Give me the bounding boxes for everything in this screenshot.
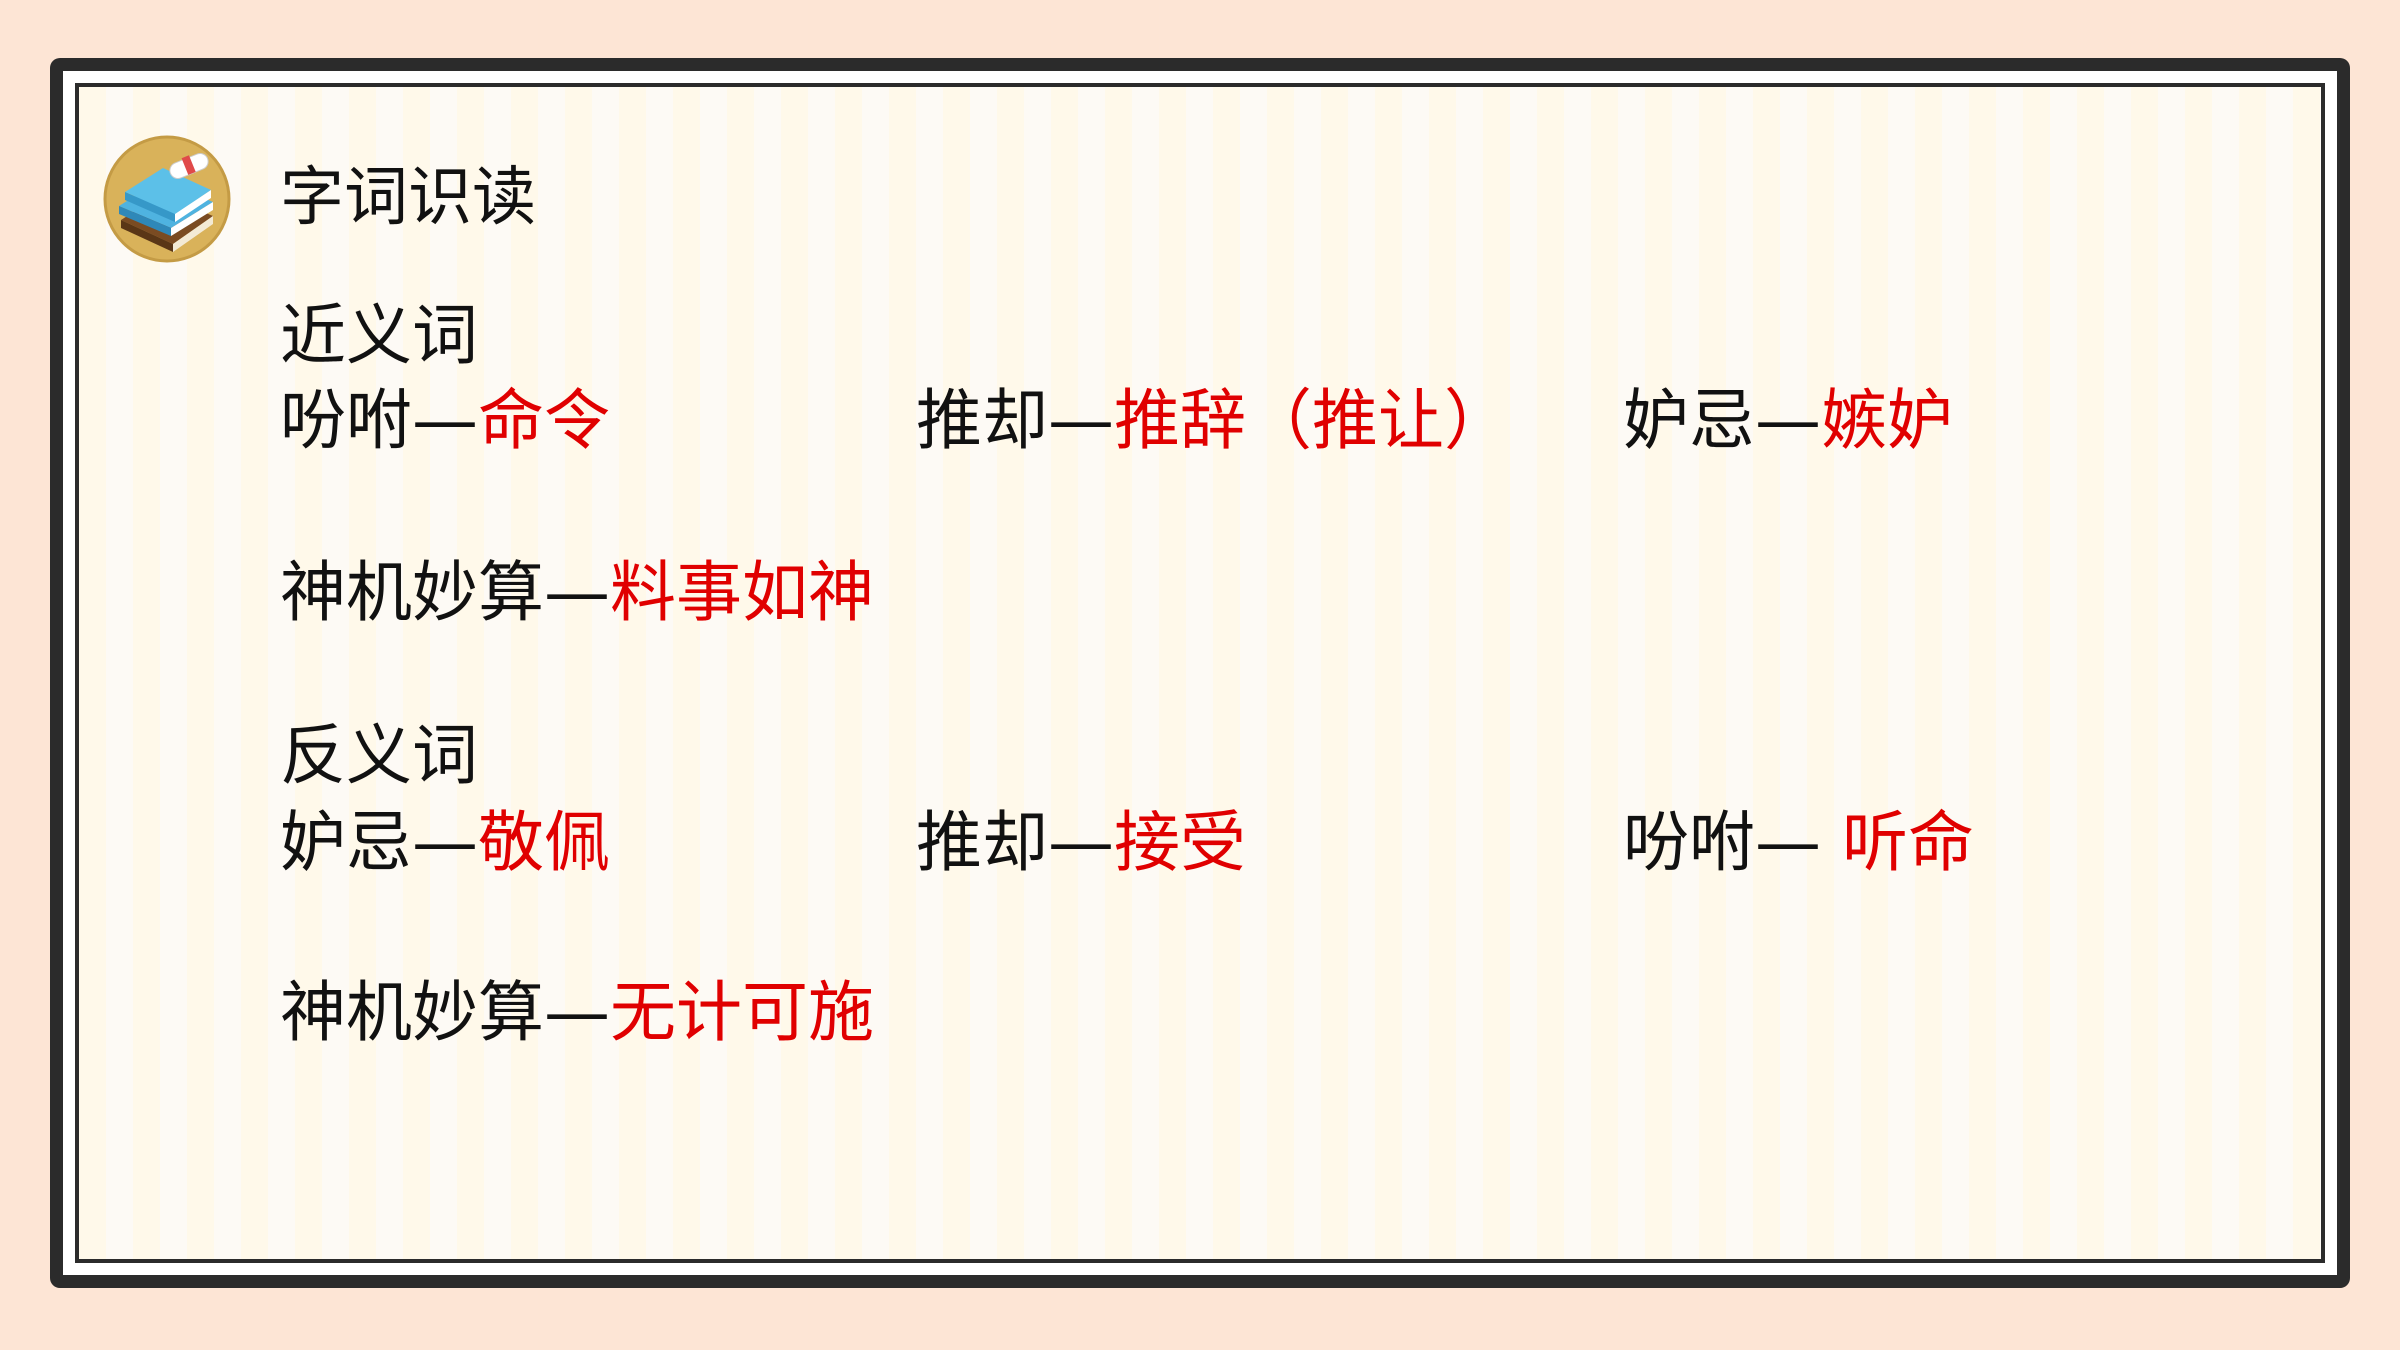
pair-stem: 推却—	[916, 382, 1114, 459]
pair-answer: 料事如神	[610, 554, 874, 631]
antonyms-heading: 反义词	[280, 717, 478, 794]
slide-frame	[50, 58, 2350, 1288]
pair-stem: 神机妙算—	[280, 554, 610, 631]
pair-answer: 听命	[1841, 804, 1974, 881]
antonym-pair: 神机妙算—无计可施	[280, 980, 874, 1046]
antonym-pair: 吩咐— 听命	[1623, 810, 1974, 876]
pair-stem: 妒忌—	[280, 804, 478, 881]
books-icon	[103, 130, 231, 268]
pair-stem: 吩咐—	[1623, 804, 1842, 881]
pair-answer: 接受	[1114, 804, 1246, 881]
synonym-pair: 推却—推辞（推让）	[916, 388, 1510, 454]
slide-panel	[75, 83, 2325, 1263]
antonym-pair: 妒忌—敬佩	[280, 810, 610, 876]
pair-answer: 无计可施	[610, 974, 874, 1051]
synonym-pair: 神机妙算—料事如神	[280, 560, 874, 626]
pair-stem: 吩咐—	[280, 382, 478, 459]
pair-stem: 妒忌—	[1623, 382, 1821, 459]
antonym-pair: 推却—接受	[916, 810, 1246, 876]
pair-answer: 推辞（推让）	[1114, 382, 1510, 459]
synonym-pair: 妒忌—嫉妒	[1623, 388, 1953, 454]
pair-stem: 神机妙算—	[280, 974, 610, 1051]
synonym-pair: 吩咐—命令	[280, 388, 610, 454]
pair-answer: 嫉妒	[1821, 382, 1953, 459]
pair-stem: 推却—	[916, 804, 1114, 881]
pair-answer: 敬佩	[478, 804, 610, 881]
pair-answer: 命令	[478, 382, 610, 459]
page-title: 字词识读	[280, 161, 536, 235]
synonyms-heading: 近义词	[280, 297, 478, 374]
